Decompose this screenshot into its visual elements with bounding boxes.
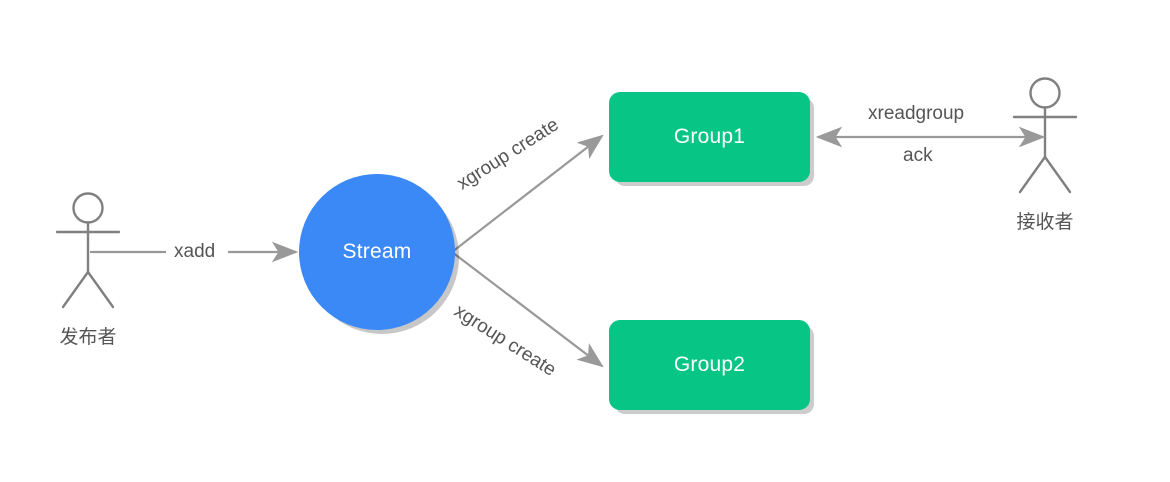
actor-caption-receiver: 接收者 [1016,212,1074,233]
edge-stream-to-group2 [451,251,604,368]
edge-label-ack: ack [903,145,933,166]
receiver-figure [1012,77,1078,194]
edge-label-xadd: xadd [174,241,216,262]
actor-caption-publisher: 发布者 [59,327,117,348]
edge-stream-to-group1 [451,134,604,253]
node-group1-label: Group1 [673,125,746,148]
node-group1[interactable]: Group1 [609,92,810,182]
node-stream[interactable]: Stream [299,174,455,330]
node-group2[interactable]: Group2 [609,320,810,410]
node-stream-label: Stream [342,240,412,263]
publisher-figure [55,192,121,309]
node-group2-label: Group2 [673,353,746,376]
edge-label-xreadgroup: xreadgroup [868,103,965,124]
